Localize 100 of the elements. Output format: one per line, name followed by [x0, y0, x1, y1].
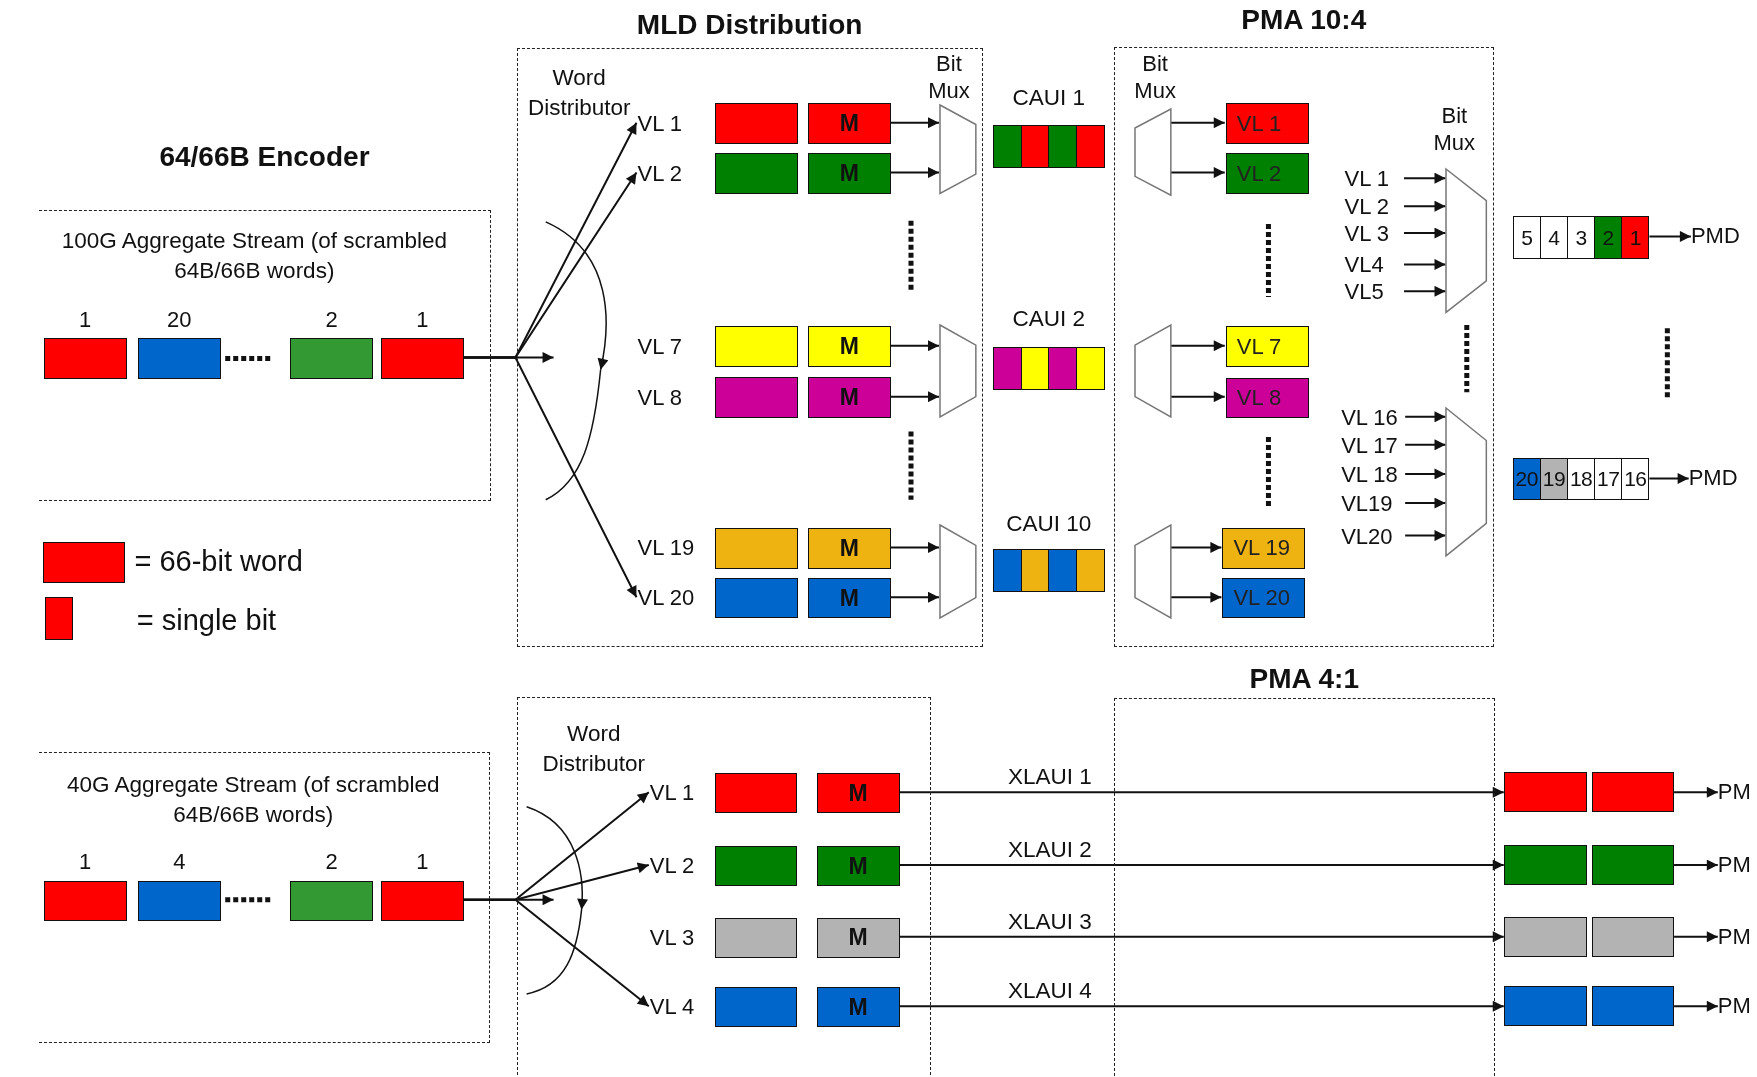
marker-word-block: M — [807, 578, 891, 619]
word-block — [43, 880, 127, 921]
bit-stream — [1512, 216, 1650, 259]
section-title: MLD Distribution — [635, 7, 864, 42]
marker-word-block: M — [807, 325, 891, 368]
lane-label: PM — [1717, 923, 1757, 951]
word-block — [290, 338, 374, 379]
lane-label: VL20 — [1341, 524, 1407, 549]
marker-word-block: M — [807, 527, 891, 570]
lane-label: VL 20 — [637, 584, 707, 612]
multiplexer-symbol — [940, 105, 976, 194]
word-block — [1592, 772, 1675, 813]
word-block — [714, 377, 798, 418]
word-block — [714, 102, 798, 145]
section-label: Word Distributor — [526, 63, 632, 122]
multiplexer-symbol — [1134, 525, 1171, 619]
bit-cell: 18 — [1567, 459, 1595, 499]
word-block — [137, 880, 221, 921]
interface-label: CAUI 1 — [1012, 85, 1086, 112]
word-block — [1503, 844, 1587, 886]
lane-label: VL 2 — [1344, 194, 1405, 220]
arrow — [1648, 230, 1692, 242]
lane-block: VL 7 — [1225, 325, 1309, 368]
word-number: 2 — [324, 305, 339, 333]
section-label: 100G Aggregate Stream (of scrambled 64B/66B words) — [60, 227, 448, 286]
lane-block: VL 1 — [1225, 102, 1309, 145]
word-block — [137, 338, 221, 379]
section-title: 64/66B Encoder — [158, 139, 371, 174]
lane-label: VL 3 — [1344, 221, 1405, 247]
bit-cell: 2 — [1594, 217, 1622, 258]
lane-label: VL 17 — [1341, 433, 1407, 459]
bit-cell: 17 — [1594, 459, 1622, 499]
multiplexer-symbol — [940, 324, 976, 417]
lane-block: VL 20 — [1222, 578, 1306, 619]
lane-label: VL 18 — [1341, 462, 1407, 488]
arrow — [1404, 530, 1447, 542]
word-block — [1503, 916, 1587, 957]
marker-word-block: M — [816, 773, 900, 814]
arrow — [1673, 859, 1719, 871]
lane-label: VL4 — [1344, 253, 1405, 278]
word-number: 2 — [324, 848, 339, 876]
arrow — [1673, 1000, 1719, 1012]
multiplexer-symbol — [1134, 324, 1171, 417]
interface-label: CAUI 10 — [1006, 510, 1092, 537]
lane-label: VL19 — [1341, 491, 1407, 517]
lane-block: VL 19 — [1222, 527, 1306, 570]
lane-label: VL 2 — [649, 852, 713, 880]
arrow — [1403, 172, 1447, 184]
lane-label: VL 19 — [637, 534, 707, 562]
lane-label: VL 2 — [637, 160, 707, 187]
arrow — [1404, 468, 1447, 480]
marker-word-block: M — [816, 917, 900, 958]
word-number: 20 — [166, 305, 193, 333]
word-number: 1 — [78, 848, 93, 876]
word-block — [714, 917, 797, 958]
word-block — [714, 325, 798, 368]
legend-text: = single bit — [136, 603, 277, 637]
lane-label: VL 1 — [1344, 166, 1405, 192]
marker-word-block: M — [816, 845, 900, 887]
word-number: 4 — [172, 848, 187, 876]
word-block — [1503, 772, 1587, 813]
multiplexer-label: Bit Mux — [1133, 50, 1177, 105]
multiplexer-symbol — [1446, 407, 1487, 556]
multiplexer-label: Bit Mux — [1432, 101, 1477, 156]
dashed-region — [516, 696, 932, 1077]
multiplexer-symbol — [940, 525, 976, 619]
arrow — [1673, 931, 1719, 943]
lane-label: PM — [1717, 851, 1757, 879]
lane-label: VL 1 — [637, 110, 707, 138]
word-number: 1 — [415, 848, 430, 876]
bit-cell: 16 — [1621, 459, 1649, 499]
marker-word-block: M — [807, 153, 891, 194]
section-label: 40G Aggregate Stream (of scrambled 64B/66B words) — [65, 770, 441, 829]
section-title: PMA 4:1 — [1248, 662, 1360, 697]
arrow — [1403, 258, 1447, 270]
arrow — [1403, 285, 1447, 297]
arrow — [1404, 439, 1447, 451]
word-block — [290, 880, 374, 921]
word-block — [1592, 986, 1675, 1027]
lane-label: PMD — [1688, 465, 1751, 492]
lane-label: VL 7 — [637, 333, 707, 361]
word-block — [380, 338, 464, 379]
word-block — [714, 987, 797, 1028]
word-number: 1 — [78, 305, 93, 333]
arrow — [462, 894, 555, 906]
bit-stream — [1512, 458, 1650, 500]
word-block — [714, 773, 797, 814]
arrow — [1404, 497, 1447, 509]
lane-label: VL 16 — [1341, 405, 1407, 431]
arrow — [1648, 472, 1690, 484]
multiplexer-symbol — [1446, 169, 1487, 313]
dashed-region — [39, 751, 490, 1044]
lane-label: VL 1 — [649, 779, 713, 807]
legend-text: = 66-bit word — [134, 544, 303, 578]
word-block — [714, 845, 797, 887]
lane-label: PM — [1717, 992, 1757, 1020]
lane-label: VL5 — [1344, 280, 1405, 305]
marker-word-block: M — [807, 102, 891, 145]
arrow — [462, 351, 555, 363]
arrow — [1404, 411, 1447, 423]
